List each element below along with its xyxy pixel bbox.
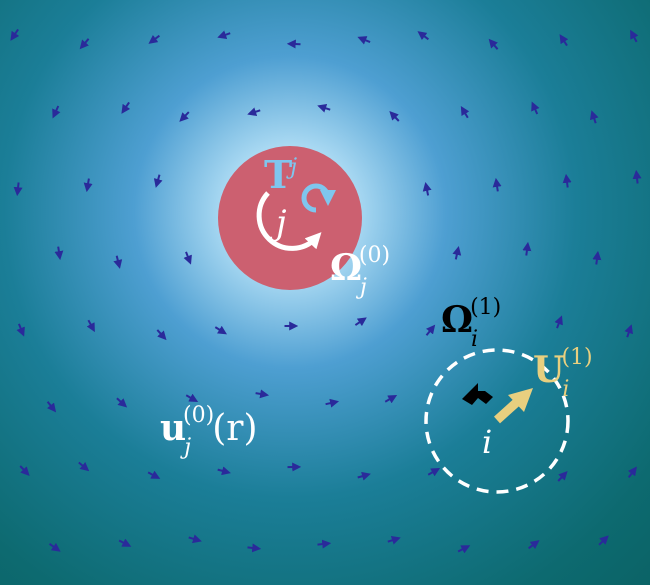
velocity-i-subscript: i <box>562 377 570 402</box>
flow-arrow-58 <box>188 534 202 544</box>
velocity-i-symbol: U <box>533 349 565 391</box>
flow-arrow-12 <box>179 111 190 122</box>
torque-label: Tj <box>264 156 299 194</box>
flow-arrow-18 <box>589 110 599 124</box>
flow-arrow-56 <box>48 542 61 552</box>
flow-arrow-45 <box>325 398 340 408</box>
omega-i-symbol: Ω <box>441 299 474 341</box>
flow-arrow-37 <box>354 317 367 327</box>
flow-arrow-48 <box>78 461 90 472</box>
flow-field-argument: (r) <box>212 408 258 449</box>
flow-arrow-50 <box>217 466 231 476</box>
flow-arrow-11 <box>121 101 131 114</box>
omega-j-subscript: j <box>360 275 367 300</box>
flow-arrow-39 <box>554 315 563 329</box>
velocity-i-shaft <box>493 398 521 424</box>
flow-arrow-52 <box>357 471 371 481</box>
flow-arrow-55 <box>627 466 637 478</box>
flow-arrow-60 <box>317 539 332 549</box>
flow-arrow-27 <box>113 255 123 269</box>
omega-i-arrow <box>462 383 493 405</box>
flow-field-subscript: j <box>184 435 192 460</box>
flow-arrow-9 <box>630 29 639 43</box>
flow-field-symbol: u <box>160 407 187 449</box>
omega-i-superscript: (1) <box>470 295 502 320</box>
particle-j-label: j <box>276 203 287 243</box>
particle-i-outline <box>424 348 570 494</box>
flow-arrow-38 <box>425 324 436 336</box>
flow-field <box>10 28 642 554</box>
flow-arrow-64 <box>598 535 609 546</box>
flow-arrow-33 <box>86 319 95 333</box>
torque-symbol: T <box>264 152 293 197</box>
flow-arrow-31 <box>592 250 602 265</box>
flow-arrow-32 <box>16 323 25 337</box>
flow-arrow-6 <box>417 31 429 41</box>
torque-subscript: j <box>290 155 298 180</box>
flow-arrow-24 <box>562 173 572 188</box>
particle-i-label: i <box>482 423 493 461</box>
flow-arrow-59 <box>247 543 262 553</box>
flow-arrow-0 <box>10 28 20 41</box>
flow-arrow-29 <box>452 245 462 260</box>
flow-arrow-43 <box>185 393 199 403</box>
flow-arrow-28 <box>183 251 192 265</box>
flow-arrow-49 <box>147 470 161 479</box>
flow-arrow-44 <box>255 389 270 399</box>
flow-arrow-25 <box>632 169 642 184</box>
flow-arrow-22 <box>422 181 432 196</box>
omega-j-symbol: Ω <box>330 247 363 289</box>
flow-arrow-1 <box>79 38 90 50</box>
omega-j-label: Ωj (0) <box>330 245 400 299</box>
flow-arrow-41 <box>46 401 57 413</box>
velocity-i-superscript: (1) <box>561 345 593 370</box>
flow-arrow-17 <box>531 101 540 115</box>
flow-arrow-62 <box>457 545 471 554</box>
flow-arrow-8 <box>559 34 569 47</box>
flow-arrow-20 <box>83 178 93 193</box>
flow-arrow-54 <box>557 471 568 482</box>
flow-arrow-16 <box>460 105 470 119</box>
flow-arrow-61 <box>387 535 401 545</box>
flow-arrow-46 <box>384 394 398 404</box>
flow-arrow-23 <box>492 177 502 192</box>
torque-arrow <box>301 183 336 213</box>
flow-arrow-3 <box>217 30 231 39</box>
flow-arrow-63 <box>527 540 540 550</box>
flow-arrow-47 <box>19 465 30 476</box>
flow-arrow-40 <box>624 324 633 338</box>
flow-arrow-10 <box>52 105 61 119</box>
flow-arrow-57 <box>118 538 132 547</box>
flow-arrow-21 <box>153 174 163 188</box>
rotation-arrow <box>256 191 322 251</box>
omega-i-label: Ωi (1) <box>441 297 511 351</box>
flow-arrow-30 <box>522 241 532 256</box>
flow-arrow-5 <box>357 36 371 45</box>
flow-arrow-14 <box>317 103 331 113</box>
flow-arrow-53 <box>427 467 441 477</box>
flow-arrow-34 <box>156 329 167 341</box>
flow-field-superscript: (0) <box>183 403 215 428</box>
velocity-i-head <box>508 388 533 412</box>
flow-arrow-15 <box>389 111 400 122</box>
flow-arrow-42 <box>116 397 128 408</box>
velocity-i-label: Ui (1) <box>533 347 603 401</box>
particle-j <box>218 146 362 290</box>
omega-i-subscript: i <box>471 327 479 352</box>
flow-arrow-19 <box>13 182 23 197</box>
flow-arrow-35 <box>214 325 227 335</box>
omega-j-superscript: (0) <box>358 243 391 268</box>
flow-arrow-13 <box>247 107 261 117</box>
flow-arrow-2 <box>148 34 160 44</box>
flow-arrow-7 <box>488 38 499 50</box>
flow-field-label: uj (0)(r) <box>160 405 270 459</box>
flow-arrow-26 <box>54 246 64 261</box>
